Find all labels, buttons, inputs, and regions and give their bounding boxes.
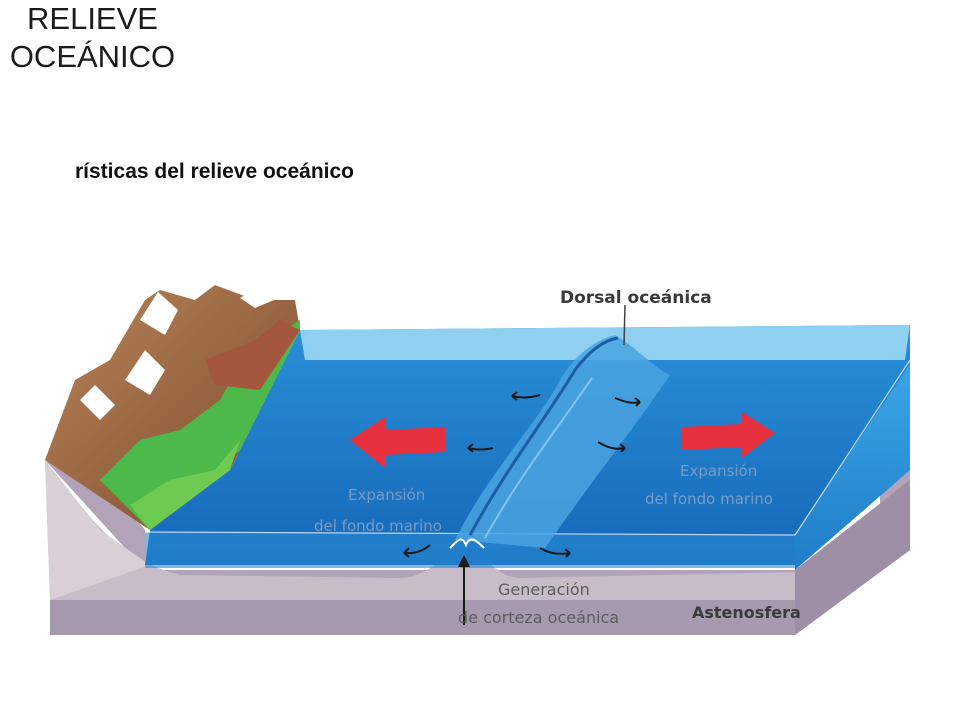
upward-arrow: [458, 555, 470, 625]
page-title: RELIEVE OCEÁNICO: [0, 0, 185, 76]
section-subtitle: rísticas del relieve oceánico: [0, 158, 380, 186]
expansion-right-label-2: del fondo marino: [645, 490, 773, 508]
ocean-ridge: [449, 335, 670, 549]
continent-mountains: [45, 285, 300, 530]
asthenosphere-label: Astenosfera: [692, 603, 801, 622]
crust-label-1: Generación: [498, 580, 590, 599]
expansion-arrow-right: [682, 412, 775, 458]
expansion-left-label-1: Expansión: [348, 486, 425, 504]
title-line-1: RELIEVE: [27, 1, 158, 36]
ridge-leader-line: [623, 304, 626, 346]
crust-label-2: de corteza oceánica: [458, 608, 619, 627]
expansion-left-label-2: del fondo marino: [314, 517, 442, 535]
flow-arrows: [403, 391, 641, 558]
title-line-2: OCEÁNICO: [9, 39, 176, 74]
subtitle-text: rísticas del relieve oceánico: [75, 160, 354, 183]
asthenosphere-block: [45, 370, 910, 635]
expansion-right-label-1: Expansión: [680, 462, 757, 480]
expansion-arrow-left: [350, 417, 445, 468]
ridge-label: Dorsal oceánica: [560, 288, 712, 308]
